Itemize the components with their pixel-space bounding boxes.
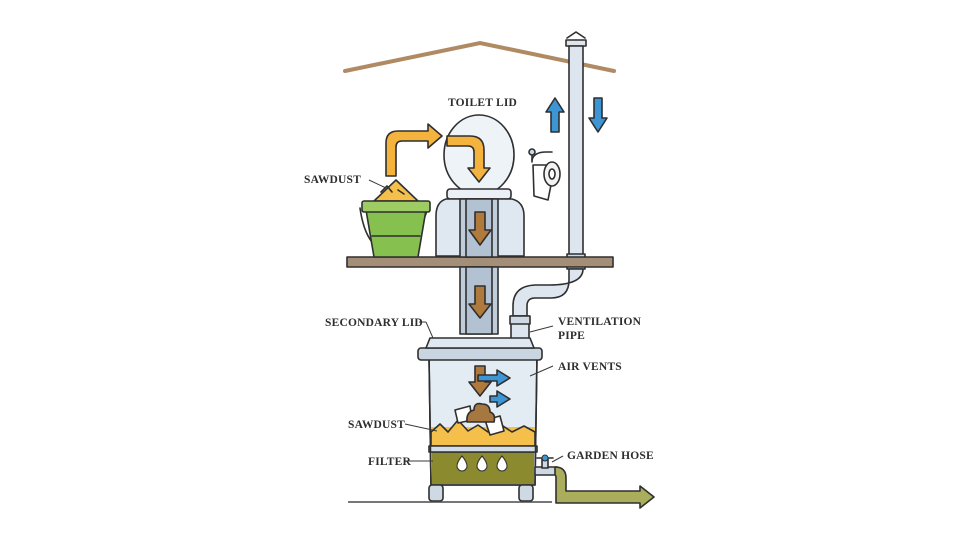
waste-down-arrow-icon: [468, 211, 492, 246]
air-out-arrow-icon: [489, 390, 511, 408]
garden-hose: [554, 466, 655, 509]
label-sawdust-top: SAWDUST: [304, 174, 361, 186]
air-in-arrow-icon: [477, 369, 511, 387]
label-air-vents: AIR VENTS: [558, 361, 622, 373]
waste-pile: [454, 402, 505, 436]
filter-drops: [456, 455, 508, 472]
floor-shelf: [346, 256, 614, 268]
secondary-lid: [417, 337, 543, 361]
waste-down-arrow-icon: [468, 285, 492, 319]
label-sawdust-bottom: SAWDUST: [348, 419, 405, 431]
label-ventilation-pipe-1: VENTILATION: [558, 316, 642, 328]
label-filter: FILTER: [368, 456, 411, 468]
drop-pipe: [459, 266, 499, 335]
tap-icon: [534, 454, 558, 476]
label-garden-hose: GARDEN HOSE: [567, 450, 654, 462]
label-secondary-lid: SECONDARY LID: [325, 317, 423, 329]
down-arrow-icon: [588, 97, 608, 133]
toilet-paper-icon: [528, 148, 561, 201]
label-toilet-lid: TOILET LID: [448, 97, 517, 109]
sawdust-bucket-icon: [359, 179, 431, 258]
leader-lines: [368, 179, 564, 463]
sawdust-flow-arrow-icon: [385, 123, 491, 183]
up-arrow-icon: [545, 97, 565, 133]
label-ventilation-pipe-2: PIPE: [558, 330, 585, 342]
